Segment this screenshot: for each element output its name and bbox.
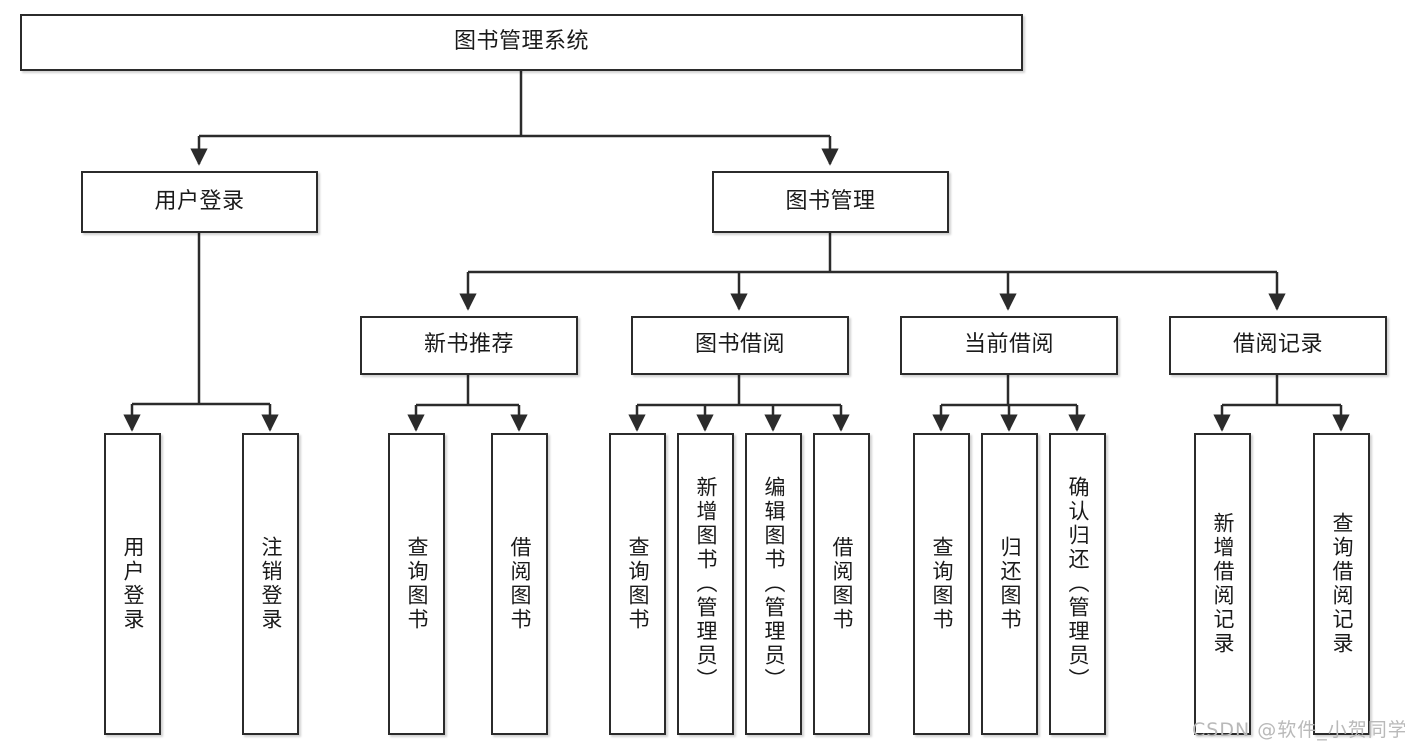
node-leaf-bb-query-book[interactable]: 查询图书: [609, 433, 666, 735]
node-root-book-management-system[interactable]: 图书管理系统: [20, 14, 1023, 71]
node-new-book-recommend[interactable]: 新书推荐: [360, 316, 578, 375]
node-leaf-cb-query-book[interactable]: 查询图书: [913, 433, 970, 735]
node-leaf-br-query-record[interactable]: 查询借阅记录: [1313, 433, 1370, 735]
node-borrow-record[interactable]: 借阅记录: [1169, 316, 1387, 375]
node-current-borrow-label: 当前借阅: [963, 332, 1054, 358]
node-leaf-user-login[interactable]: 用户登录: [104, 433, 161, 735]
node-leaf-cb-query-book-label: 查询图书: [930, 536, 954, 632]
node-leaf-br-add-record-label: 新增借阅记录: [1211, 512, 1235, 656]
node-book-borrow[interactable]: 图书借阅: [631, 316, 849, 375]
node-leaf-nb-borrow-book[interactable]: 借阅图书: [491, 433, 548, 735]
node-book-borrow-label: 图书借阅: [694, 332, 785, 358]
node-leaf-logout-label: 注销登录: [259, 536, 283, 632]
node-new-book-recommend-label: 新书推荐: [423, 332, 514, 358]
node-leaf-bb-edit-book-admin-label: 编辑图书（管理员）: [762, 476, 786, 692]
node-current-borrow[interactable]: 当前借阅: [900, 316, 1118, 375]
node-leaf-br-query-record-label: 查询借阅记录: [1330, 512, 1354, 656]
node-leaf-user-login-label: 用户登录: [121, 536, 145, 632]
node-leaf-nb-borrow-book-label: 借阅图书: [508, 536, 532, 632]
node-leaf-cb-return-book[interactable]: 归还图书: [981, 433, 1038, 735]
node-user-login-label: 用户登录: [154, 188, 245, 214]
node-borrow-record-label: 借阅记录: [1232, 332, 1323, 358]
node-leaf-bb-borrow-book[interactable]: 借阅图书: [813, 433, 870, 735]
node-leaf-bb-borrow-book-label: 借阅图书: [830, 536, 854, 632]
node-root-label: 图书管理系统: [453, 29, 589, 55]
node-leaf-cb-return-book-label: 归还图书: [998, 536, 1022, 632]
node-leaf-bb-add-book-admin[interactable]: 新增图书（管理员）: [677, 433, 734, 735]
csdn-watermark: CSDN @软件_小贺同学: [1192, 719, 1405, 741]
node-leaf-logout[interactable]: 注销登录: [242, 433, 299, 735]
node-leaf-br-add-record[interactable]: 新增借阅记录: [1194, 433, 1251, 735]
node-user-login[interactable]: 用户登录: [81, 171, 318, 233]
node-leaf-nb-query-book-label: 查询图书: [405, 536, 429, 632]
node-book-management-label: 图书管理: [785, 188, 876, 214]
node-leaf-bb-edit-book-admin[interactable]: 编辑图书（管理员）: [745, 433, 802, 735]
node-leaf-nb-query-book[interactable]: 查询图书: [388, 433, 445, 735]
node-leaf-bb-query-book-label: 查询图书: [626, 536, 650, 632]
node-leaf-bb-add-book-admin-label: 新增图书（管理员）: [694, 476, 718, 692]
node-book-management[interactable]: 图书管理: [712, 171, 949, 233]
node-leaf-cb-confirm-return-admin[interactable]: 确认归还（管理员）: [1049, 433, 1106, 735]
node-leaf-cb-confirm-return-admin-label: 确认归还（管理员）: [1066, 476, 1090, 692]
